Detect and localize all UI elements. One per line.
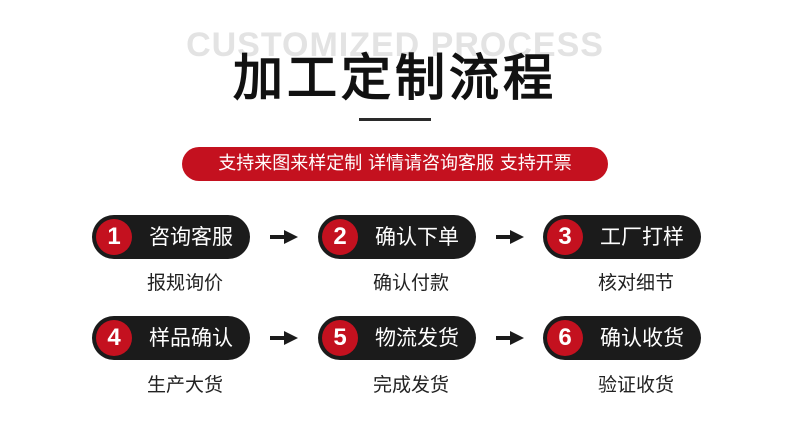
step-2-subtext: 确认付款: [372, 272, 449, 294]
step-label: 工厂打样: [600, 225, 684, 249]
step-label: 样品确认: [149, 326, 233, 350]
step-6-pill: 6 确认收货: [543, 316, 701, 360]
arrow-right-icon: [270, 230, 298, 244]
arrow-right-icon: [270, 331, 298, 345]
step-5-pill: 5 物流发货: [318, 316, 476, 360]
step-number-badge: 4: [96, 320, 132, 356]
step-3-subtext: 核对细节: [597, 272, 674, 294]
step-1-subtext: 报规询价: [146, 272, 223, 294]
step-label: 物流发货: [375, 326, 459, 350]
step-label: 咨询客服: [149, 225, 233, 249]
info-banner: 支持来图来样定制 详情请咨询客服 支持开票: [182, 147, 608, 181]
step-label: 确认收货: [600, 326, 684, 350]
step-label: 确认下单: [375, 225, 459, 249]
step-number-badge: 1: [96, 219, 132, 255]
step-3-pill: 3 工厂打样: [543, 215, 701, 259]
step-4-pill: 4 样品确认: [92, 316, 250, 360]
step-2-pill: 2 确认下单: [318, 215, 476, 259]
step-number-badge: 3: [547, 219, 583, 255]
step-4-subtext: 生产大货: [146, 374, 223, 396]
step-5-subtext: 完成发货: [372, 374, 449, 396]
arrow-right-icon: [496, 230, 524, 244]
step-number-badge: 2: [322, 219, 358, 255]
background-watermark-text: CUSTOMIZED PROCESS: [186, 26, 604, 64]
step-6-subtext: 验证收货: [597, 374, 674, 396]
page-title: 加工定制流程: [233, 48, 557, 107]
step-1-pill: 1 咨询客服: [92, 215, 250, 259]
step-number-badge: 5: [322, 320, 358, 356]
step-number-badge: 6: [547, 320, 583, 356]
title-divider: [359, 118, 431, 121]
arrow-right-icon: [496, 331, 524, 345]
